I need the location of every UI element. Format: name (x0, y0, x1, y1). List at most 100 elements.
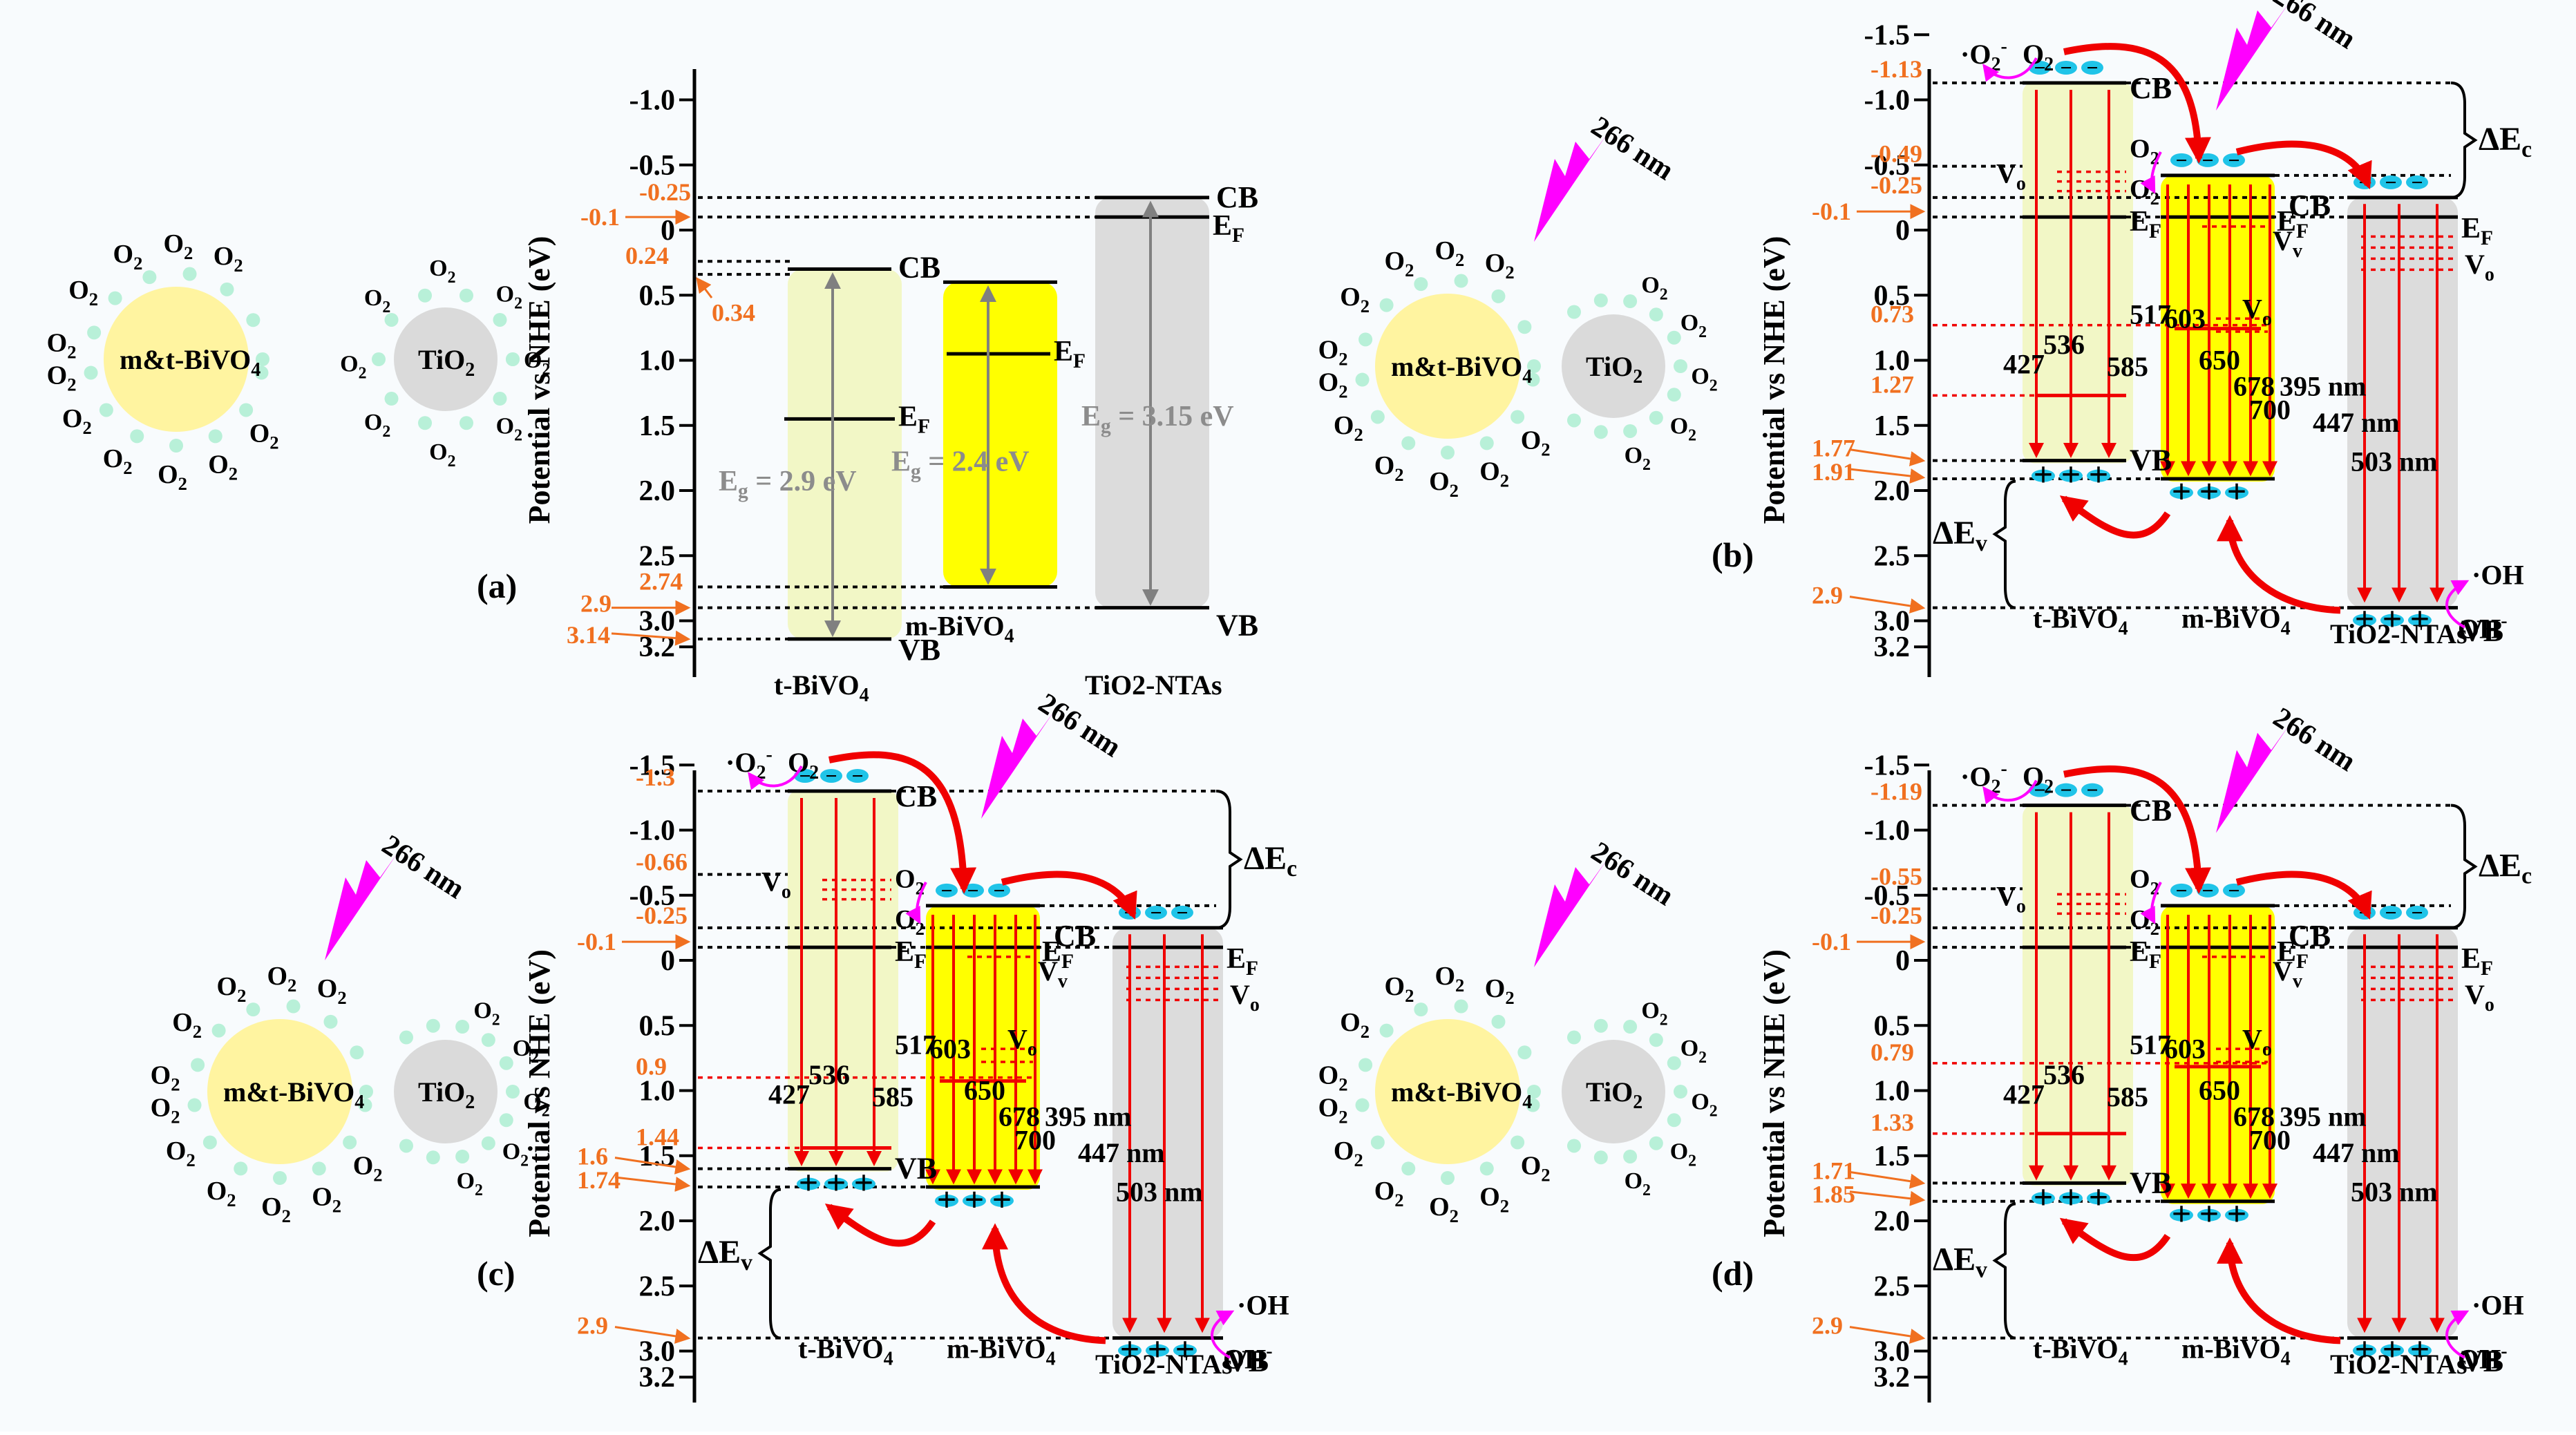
y-tick-label: -0.5 (629, 150, 676, 182)
hole-dot (2197, 486, 2221, 500)
o2-molecule-label-sub: 2 (1541, 439, 1550, 460)
o2-molecule-label-sub: 2 (1354, 424, 1363, 445)
adsorbed-o2-dot (1674, 359, 1687, 373)
hole-sign: + (2061, 455, 2081, 494)
o2-molecule-label-sub: 2 (1450, 480, 1459, 501)
potential-pointer-arrow (614, 1157, 691, 1175)
adsorbed-o2-dot (481, 1033, 495, 1047)
emission-wavelength: 700 (2249, 1124, 2291, 1155)
o2-molecule-label: O2 (151, 1061, 180, 1094)
bivo4-sphere-label-main: m&t-BiVO (1391, 1076, 1522, 1108)
emission-wavelength: 700 (1014, 1124, 1056, 1155)
electron-sign: − (2175, 149, 2187, 172)
delta-ev-label-sub: v (1976, 531, 1987, 556)
radical-sup: - (2000, 36, 2007, 57)
o2-molecule-label: O2 (1334, 1137, 1363, 1170)
o2-molecule-label-main: O (1479, 457, 1500, 486)
o2-molecule-label-sub: 2 (1541, 1165, 1550, 1186)
adsorbed-o2-dot (1623, 294, 1638, 309)
hole-dot (2197, 1208, 2221, 1222)
hole-sign: + (2089, 455, 2109, 494)
vacancy-label: Vo (2242, 1024, 2272, 1061)
potential-value: 1.77 (1812, 435, 1855, 462)
tio2-sphere-label-main: TiO (418, 1076, 465, 1108)
electron-sign: − (2060, 779, 2072, 802)
o2-molecule-label-main: O (1691, 363, 1709, 389)
o2-molecule-label-sub: 2 (520, 1152, 529, 1170)
adsorbed-o2-dot (202, 1135, 217, 1150)
fermi-label: EF (1227, 943, 1258, 980)
hole-sign: + (2383, 600, 2403, 638)
y-tick-label: 0.5 (639, 1010, 676, 1042)
potential-value: -0.1 (1812, 198, 1851, 225)
adsorbed-o2-dot (1441, 446, 1455, 459)
y-tick-label: -1.0 (629, 815, 676, 847)
emission-wavelength: 447 nm (2313, 407, 2400, 438)
adsorbed-o2-dot (343, 1135, 357, 1150)
hole-transfer-arrow (824, 1204, 936, 1247)
o2-molecule-label-main: O (340, 352, 358, 377)
delta-ev-label: ΔEv (1933, 1241, 1987, 1282)
laser-beam-icon (1534, 135, 1607, 242)
o2-molecule-label-sub: 2 (1455, 975, 1464, 996)
potential-pointer-arrow (614, 1326, 691, 1344)
o2-molecule-label: O2 (1680, 310, 1707, 341)
vacancy-label-main: V (1996, 158, 2016, 189)
electron-sign: − (1176, 902, 1188, 924)
fermi-label-sub: F (1232, 225, 1244, 247)
o2-molecule-label-sub: 2 (237, 985, 246, 1006)
o2-molecule-label-sub: 2 (531, 1049, 539, 1067)
fermi-label-main: E (1054, 336, 1073, 368)
tio2-band (2347, 927, 2458, 1338)
hole-sign: + (799, 1163, 819, 1202)
fermi-label-main: E (2461, 943, 2481, 975)
delta-ev-label: ΔEv (1933, 515, 1987, 556)
delta-ev-label: ΔEv (698, 1234, 752, 1275)
adsorbed-o2-dot (1517, 320, 1532, 334)
tio2-sphere-label-sub: 2 (465, 1092, 475, 1113)
electron-dot (820, 768, 842, 783)
material-label-sub: 4 (1005, 625, 1014, 647)
o2-molecule-label-sub: 2 (1500, 1195, 1509, 1216)
o2-molecule-label-sub: 2 (916, 918, 925, 939)
fermi-label: EF (1213, 210, 1244, 247)
tio2-sphere-label-main: TiO (1586, 1076, 1633, 1108)
adsorbed-o2-dot (455, 1020, 470, 1034)
o2-molecule-label-main: O (1374, 451, 1395, 480)
o2-molecule-label-sub: 2 (448, 453, 456, 471)
o2-molecule-label-sub: 2 (1505, 262, 1514, 283)
o2-molecule-label-main: O (353, 1152, 374, 1181)
electron-dot (2380, 175, 2402, 189)
o2-molecule-label: O2 (524, 348, 550, 379)
o2-molecule-label-main: O (496, 282, 514, 307)
radical-formation-arrow (905, 881, 927, 924)
o2-molecule-label-main: O (1334, 1137, 1354, 1166)
hole-dot (2087, 469, 2110, 482)
adsorbed-o2-dot (1566, 413, 1581, 428)
hole-dot (2032, 469, 2055, 482)
o2-molecule-label-sub: 2 (1505, 987, 1514, 1008)
electron-dot (2406, 905, 2428, 920)
y-tick-label: -1.5 (1864, 750, 1911, 781)
potential-value: -0.1 (580, 203, 620, 231)
y-tick-label: -1.5 (1864, 19, 1911, 51)
vacancy-label: Vv (2273, 225, 2302, 262)
material-label-sub: 4 (2281, 618, 2291, 640)
o2-molecule-label-main: O (1625, 1168, 1642, 1194)
o2-molecule-label: O2 (1318, 368, 1348, 402)
electron-sign: − (799, 765, 811, 788)
o2-molecule-label-sub: 2 (337, 987, 346, 1008)
emission-wavelength: 678 (2233, 1101, 2275, 1132)
adsorbed-o2-dot (1566, 1139, 1581, 1153)
o2-molecule-label-main: O (1385, 247, 1405, 276)
o2-molecule-label: O2 (353, 1152, 383, 1186)
fermi-label-main: E (1042, 936, 1061, 968)
hole-dot (2225, 486, 2248, 500)
y-tick-label: 3.2 (1874, 1362, 1911, 1394)
adsorbed-o2-dot (481, 1136, 495, 1150)
material-label-main: t-BiVO (2033, 1333, 2119, 1365)
electron-dot (2223, 153, 2245, 167)
o2-molecule-label-main: O (62, 404, 83, 433)
